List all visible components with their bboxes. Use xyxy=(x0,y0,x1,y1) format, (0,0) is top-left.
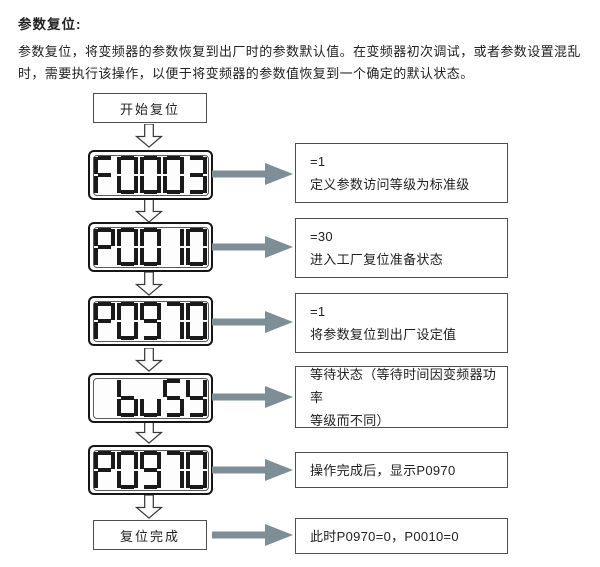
annotation-box-f0003: =1 定义参数访问等级为标准级 xyxy=(295,143,508,203)
annotation-text: 操作完成后，显示P0970 xyxy=(310,462,456,478)
annotation-text: 等级而不同） xyxy=(310,412,390,428)
annotation-text: 进入工厂复位准备状态 xyxy=(310,252,444,267)
seven-segment-display-f0003 xyxy=(88,150,213,200)
display-screen xyxy=(92,226,209,268)
annotation-box-complete: 操作完成后，显示P0970 xyxy=(295,452,508,488)
down-arrow-icon xyxy=(134,494,164,519)
annotation-value: =1 xyxy=(310,304,326,319)
down-arrow-icon xyxy=(134,198,164,223)
annotation-box-result: 此时P0970=0，P0010=0 xyxy=(295,518,508,554)
intro-line: 参数复位，将变频器的参数恢复到出厂时的参数默认值。在变频器初次调试，或者参数设置… xyxy=(18,44,581,59)
annotation-text: 等待状态（等待时间因变频器功率 xyxy=(310,366,497,405)
annotation-box-busy: 等待状态（等待时间因变频器功率 等级而不同） xyxy=(295,366,508,428)
display-screen xyxy=(92,154,209,196)
seven-segment-display-p0010 xyxy=(88,222,213,272)
right-arrow-icon xyxy=(212,310,294,334)
seven-segment-display-p0970 xyxy=(88,296,213,346)
down-arrow-icon xyxy=(134,419,164,444)
intro-paragraph: 参数复位，将变频器的参数恢复到出厂时的参数默认值。在变频器初次调试，或者参数设置… xyxy=(18,41,584,84)
flow-end-node: 复位完成 xyxy=(93,520,207,550)
display-screen xyxy=(92,449,209,491)
annotation-text: 定义参数访问等级为标准级 xyxy=(310,177,470,192)
annotation-box-p0010: =30 进入工厂复位准备状态 xyxy=(295,218,508,278)
seven-segment-display-busy xyxy=(88,373,213,423)
annotation-text: 将参数复位到出厂设定值 xyxy=(310,327,457,342)
down-arrow-icon xyxy=(134,271,164,296)
right-arrow-icon xyxy=(212,235,294,259)
down-arrow-icon xyxy=(134,347,164,372)
seven-segment-display-p0970-final xyxy=(88,445,213,495)
flow-end-label: 复位完成 xyxy=(119,528,180,544)
down-arrow-icon xyxy=(134,123,164,148)
right-arrow-icon xyxy=(212,385,294,409)
flow-start-label: 开始复位 xyxy=(119,101,180,117)
annotation-value: =1 xyxy=(310,154,326,169)
right-arrow-icon xyxy=(212,162,294,186)
annotation-text: 此时P0970=0，P0010=0 xyxy=(310,528,459,544)
right-arrow-icon xyxy=(212,458,294,482)
page-title: 参数复位: xyxy=(18,17,82,32)
intro-line: 时，需要执行该操作，以便于将变频器的参数值恢复到一个确定的默认状态。 xyxy=(18,65,474,81)
display-screen xyxy=(92,377,209,419)
annotation-value: =30 xyxy=(310,229,333,244)
display-screen xyxy=(92,300,209,342)
right-arrow-icon xyxy=(212,523,294,547)
annotation-box-p0970: =1 将参数复位到出厂设定值 xyxy=(295,293,508,353)
flow-start-node: 开始复位 xyxy=(93,93,207,123)
